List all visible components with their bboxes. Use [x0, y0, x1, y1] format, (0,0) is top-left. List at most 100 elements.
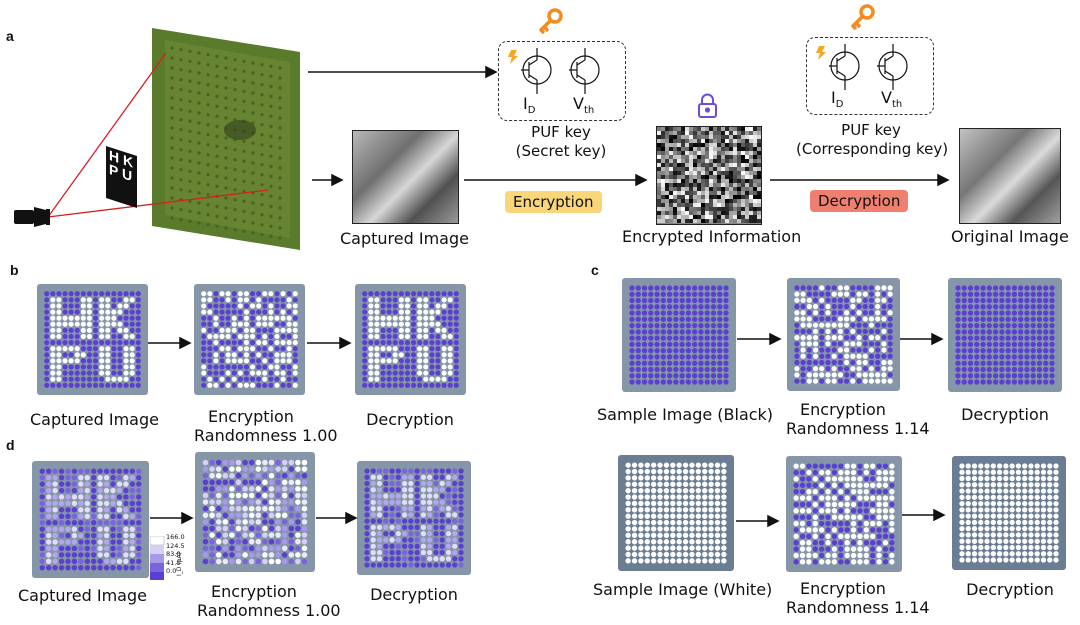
grid-dot — [644, 475, 650, 481]
grid-dot — [1015, 463, 1022, 469]
grid-dot — [710, 322, 717, 329]
grid-dot — [714, 475, 721, 481]
grid-dot — [1003, 513, 1009, 519]
grid-dot — [439, 531, 445, 537]
grid-dot — [392, 352, 398, 358]
grid-dot — [301, 545, 308, 552]
grid-dot — [256, 382, 262, 388]
grid-dot — [248, 459, 255, 466]
grid-dot — [673, 285, 679, 291]
grid-dot — [857, 482, 863, 488]
grid-dot — [629, 379, 635, 385]
grid-dot — [78, 487, 84, 494]
grid-dot — [392, 309, 398, 315]
c-sample-black-label: Sample Image (Black) — [597, 405, 774, 424]
grid-dot — [362, 364, 368, 370]
grid-dot — [648, 348, 654, 354]
grid-dot — [714, 558, 721, 564]
grid-dot — [1047, 475, 1053, 482]
grid-dot — [856, 316, 862, 322]
grid-dot — [1024, 379, 1030, 385]
grid-dot — [262, 486, 268, 492]
grid-dot — [856, 353, 862, 359]
grid-dot — [281, 525, 288, 532]
grid-dot — [679, 322, 685, 329]
grid-dot — [1030, 310, 1036, 316]
grid-dot — [123, 297, 129, 303]
grid-dot — [1003, 519, 1009, 526]
grid-dot — [856, 341, 862, 347]
grid-dot — [71, 539, 78, 545]
grid-dot — [44, 303, 50, 309]
grid-dot — [209, 499, 215, 505]
grid-dot — [660, 322, 666, 329]
grid-dot — [1043, 348, 1049, 354]
grid-dot — [229, 512, 235, 519]
grid-dot — [427, 487, 433, 493]
grid-dot — [395, 480, 401, 487]
grid-dot — [380, 346, 386, 352]
grid-dot — [219, 346, 225, 352]
grid-dot — [91, 468, 97, 474]
grid-dot — [1053, 469, 1059, 475]
grid-dot — [1043, 291, 1049, 297]
grid-dot — [689, 462, 695, 468]
grid-dot — [1047, 507, 1053, 513]
grid-dot — [1022, 507, 1028, 513]
grid-dot — [135, 303, 141, 309]
grid-dot — [414, 518, 420, 524]
grid-dot — [433, 468, 439, 474]
grid-dot — [631, 475, 638, 481]
grid-dot — [71, 526, 78, 532]
grid-dot — [676, 526, 682, 532]
grid-dot — [1047, 544, 1053, 551]
grid-dot — [237, 370, 243, 376]
grid-dot — [453, 309, 459, 315]
grid-dot — [123, 565, 129, 571]
grid-dot — [453, 327, 459, 333]
grid-dot — [213, 346, 219, 352]
grid-dot — [837, 334, 844, 341]
grid-dot — [1053, 526, 1059, 532]
grid-dot — [882, 559, 889, 565]
grid-dot — [39, 526, 45, 532]
grid-dot — [967, 322, 974, 329]
grid-dot — [249, 370, 256, 376]
grid-dot — [429, 327, 435, 333]
grid-dot — [887, 316, 893, 322]
grid-dot — [660, 310, 666, 316]
grid-dot — [1005, 316, 1011, 322]
grid-dot — [97, 487, 103, 494]
grid-dot — [92, 382, 99, 388]
grid-dot — [889, 463, 895, 469]
grid-dot — [268, 499, 275, 505]
grid-dot — [116, 532, 123, 539]
grid-dot — [800, 359, 806, 366]
grid-dot — [806, 501, 812, 508]
grid-dot — [708, 475, 714, 481]
grid-dot — [439, 487, 445, 493]
grid-dot — [721, 507, 727, 513]
grid-dot — [215, 519, 222, 525]
grid-dot — [44, 370, 50, 376]
grid-dot — [1040, 544, 1047, 551]
grid-dot — [389, 499, 395, 505]
grid-dot — [1049, 297, 1055, 304]
grid-dot — [249, 352, 256, 358]
grid-dot — [292, 303, 298, 309]
grid-dot — [965, 526, 971, 532]
grid-dot — [262, 505, 268, 512]
grid-dot — [111, 370, 117, 376]
grid-dot — [666, 285, 673, 291]
grid-dot — [704, 366, 710, 373]
grid-dot — [654, 379, 660, 385]
grid-dot — [268, 333, 274, 340]
grid-dot — [91, 487, 97, 494]
grid-dot — [1005, 322, 1011, 329]
grid-dot — [97, 545, 103, 552]
grid-dot — [831, 334, 837, 341]
grid-dot — [831, 372, 837, 378]
grid-dot — [1036, 329, 1043, 335]
grid-dot — [692, 360, 698, 366]
grid-dot — [280, 370, 286, 376]
